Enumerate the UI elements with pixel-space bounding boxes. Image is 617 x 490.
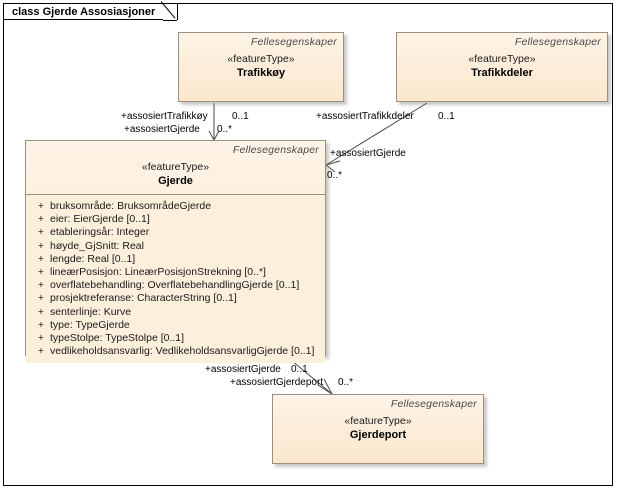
attribute-visibility: + xyxy=(37,305,45,318)
class-name-label: Trafikkdeler xyxy=(471,67,533,79)
stereotype-label: «featureType» xyxy=(468,53,536,65)
attribute-visibility: + xyxy=(37,318,45,331)
attribute-row: + overflatebehandling: Overflatebehandlin… xyxy=(26,279,325,292)
attribute-text: typeStolpe: TypeStolpe [0..1] xyxy=(50,332,185,345)
attribute-row: + senterlinje: Kurve xyxy=(26,306,325,319)
assoc-label-gjerde-role-bottom: +assosiertGjerde xyxy=(205,364,281,375)
package-label: Fellesegenskaper xyxy=(232,144,319,156)
attribute-row: + lengde: Real [0..1] xyxy=(26,253,325,266)
assoc-label-gjerdeport-mult: 0..* xyxy=(338,377,354,388)
assoc-label-gjerde-role-right: +assosiertGjerde xyxy=(330,148,406,159)
class-box-gjerdeport[interactable]: Fellesegenskaper «featureType» Gjerdepor… xyxy=(272,394,484,464)
attribute-visibility: + xyxy=(37,292,45,305)
attribute-visibility: + xyxy=(37,252,45,265)
attribute-text: prosjektreferanse: CharacterString [0..1… xyxy=(50,292,237,305)
assoc-label-trafikkdeler-role: +assosiertTrafikkdeler xyxy=(316,111,414,122)
class-box-gjerde[interactable]: Fellesegenskaper «featureType» Gjerde + b… xyxy=(25,140,326,364)
class-name-label: Trafikkøy xyxy=(236,67,286,79)
attribute-text: lengde: Real [0..1] xyxy=(50,252,136,265)
class-box-trafikkoy[interactable]: Fellesegenskaper «featureType» Trafikkøy xyxy=(178,32,344,102)
attribute-row: + prosjektreferanse: CharacterString [0..… xyxy=(26,292,325,305)
attribute-text: overflatebehandling: Overflatebehandling… xyxy=(50,279,300,292)
class-header-trafikkoy: Fellesegenskaper «featureType» Trafikkøy xyxy=(179,33,343,86)
stereotype-label: «featureType» xyxy=(141,161,210,173)
assoc-label-gjerde-mult-bottom: 0..1 xyxy=(291,364,308,375)
assoc-label-gjerde-mult-top: 0..* xyxy=(217,124,233,135)
attribute-visibility: + xyxy=(37,279,45,292)
assoc-label-trafikkoy-mult: 0..1 xyxy=(232,111,249,122)
attribute-visibility: + xyxy=(37,332,45,345)
attribute-visibility: + xyxy=(37,213,45,226)
stereotype-label: «featureType» xyxy=(344,415,412,427)
assoc-label-trafikkdeler-mult: 0..1 xyxy=(438,111,455,122)
attribute-text: etableringsår: Integer xyxy=(50,226,150,239)
package-label: Fellesegenskaper xyxy=(390,398,477,410)
attribute-visibility: + xyxy=(37,226,45,239)
package-label: Fellesegenskaper xyxy=(250,36,337,48)
attribute-visibility: + xyxy=(37,200,45,212)
stereotype-label: «featureType» xyxy=(227,53,295,65)
attribute-text: eier: EierGjerde [0..1] xyxy=(50,213,150,226)
class-name-label: Gjerdeport xyxy=(349,429,407,441)
attribute-text: lineærPosisjon: LineærPosisjonStrekning … xyxy=(50,266,266,279)
class-header-trafikkdeler: Fellesegenskaper «featureType» Trafikkde… xyxy=(397,33,607,86)
attribute-row: + etableringsår: Integer xyxy=(26,226,325,239)
assoc-label-gjerde-mult-right: 0..* xyxy=(327,170,343,181)
attribute-text: type: TypeGjerde xyxy=(50,318,130,331)
tab-slant-corner xyxy=(163,4,178,21)
attribute-row: + type: TypeGjerde xyxy=(26,319,325,332)
assoc-label-trafikkoy-role: +assosiertTrafikkøy xyxy=(121,111,208,122)
attribute-visibility: + xyxy=(37,266,45,279)
class-box-trafikkdeler[interactable]: Fellesegenskaper «featureType» Trafikkde… xyxy=(396,32,608,102)
attribute-row: + høyde_GjSnitt: Real xyxy=(26,240,325,253)
attribute-text: vedlikeholdsansvarlig: Vedlikeholdsansva… xyxy=(50,345,315,358)
attribute-visibility: + xyxy=(37,239,45,252)
class-header-gjerdeport: Fellesegenskaper «featureType» Gjerdepor… xyxy=(273,395,483,448)
attribute-text: senterlinje: Kurve xyxy=(50,305,132,318)
assoc-label-gjerdeport-role: +assosiertGjerdeport xyxy=(230,377,324,388)
diagram-title-text: class Gjerde Assosiasjoner xyxy=(12,5,156,18)
class-name-label: Gjerde xyxy=(158,175,193,187)
attribute-row: + vedlikeholdsansvarlig: Vedlikeholdsansv… xyxy=(26,345,325,358)
attribute-row: + lineærPosisjon: LineærPosisjonStrekning… xyxy=(26,266,325,279)
diagram-title-tab: class Gjerde Assosiasjoner xyxy=(3,3,179,21)
attribute-text: høyde_GjSnitt: Real xyxy=(50,239,144,252)
attribute-row: + eier: EierGjerde [0..1] xyxy=(26,213,325,226)
attribute-row: + typeStolpe: TypeStolpe [0..1] xyxy=(26,332,325,345)
package-label: Fellesegenskaper xyxy=(514,36,601,48)
class-header-gjerde: Fellesegenskaper «featureType» Gjerde xyxy=(26,141,325,194)
attribute-compartment-gjerde: + bruksområde: BruksområdeGjerde + eier: Ei… xyxy=(26,194,325,364)
attribute-visibility: + xyxy=(37,345,45,358)
attribute-row: + bruksområde: BruksområdeGjerde xyxy=(26,200,325,213)
assoc-label-gjerde-role-top: +assosiertGjerde xyxy=(124,124,200,135)
attribute-text: bruksområde: BruksområdeGjerde xyxy=(50,200,212,212)
